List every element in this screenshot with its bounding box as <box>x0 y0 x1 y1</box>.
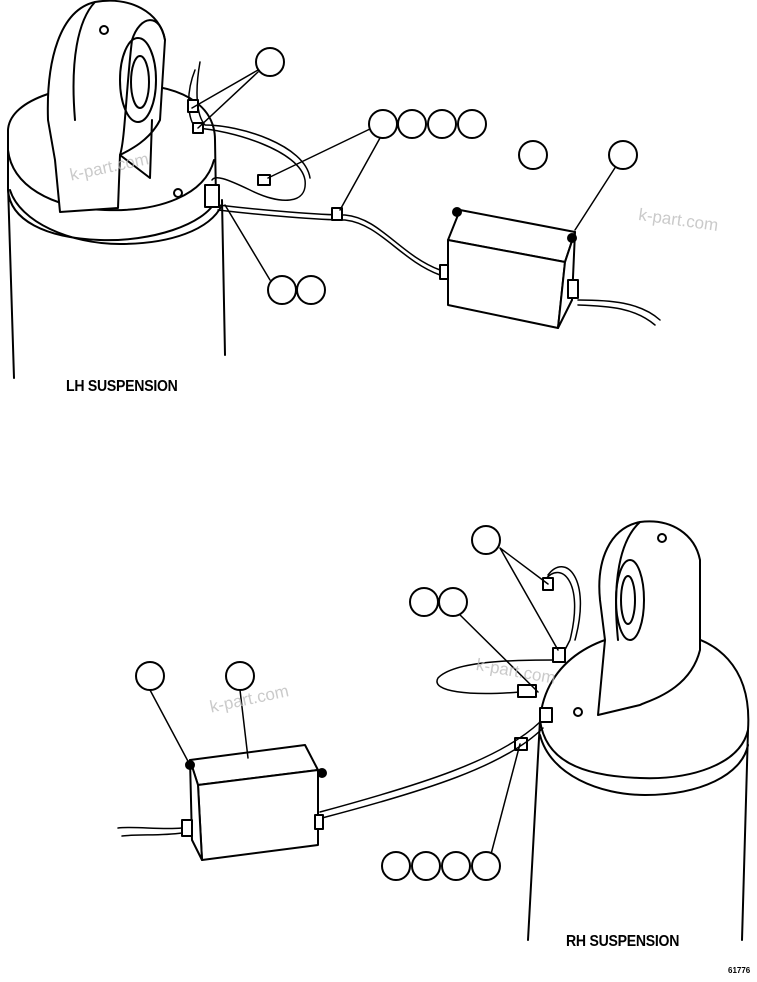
lh-clamp-1 <box>187 99 199 113</box>
lh-output-cable <box>577 299 661 326</box>
rh-output-cable <box>117 826 183 837</box>
rh-callout-leaders <box>149 547 559 859</box>
lh-clamp-4 <box>331 207 343 221</box>
rh-clamp-2 <box>552 647 566 663</box>
lh-callout-circles <box>255 47 638 305</box>
rh-sensor-cable <box>436 571 576 695</box>
rh-control-box <box>181 744 327 861</box>
lh-mount-bracket <box>46 0 166 213</box>
lh-suspension-label: LH SUSPENSION <box>66 378 178 395</box>
rh-mount-bore <box>615 559 645 641</box>
lh-suspension-assembly <box>7 0 661 379</box>
rh-mount-bracket <box>597 520 701 716</box>
rh-cylinder-cap <box>539 630 750 780</box>
figure-number: 61776 <box>728 966 751 975</box>
lh-mount-bore <box>119 37 157 123</box>
lh-control-box <box>439 207 579 329</box>
rh-main-cable <box>319 721 544 819</box>
rh-suspension-label: RH SUSPENSION <box>566 933 680 950</box>
lh-connector <box>204 184 220 208</box>
rh-callout-circles <box>135 525 501 881</box>
lh-callout-leaders <box>191 69 621 281</box>
rh-clamp-3 <box>539 707 553 723</box>
rh-cylinder <box>527 719 749 941</box>
lh-main-cable <box>217 204 441 271</box>
lh-cylinder <box>7 184 226 379</box>
lh-clamp-3 <box>257 174 271 186</box>
rh-suspension-assembly <box>117 520 750 941</box>
